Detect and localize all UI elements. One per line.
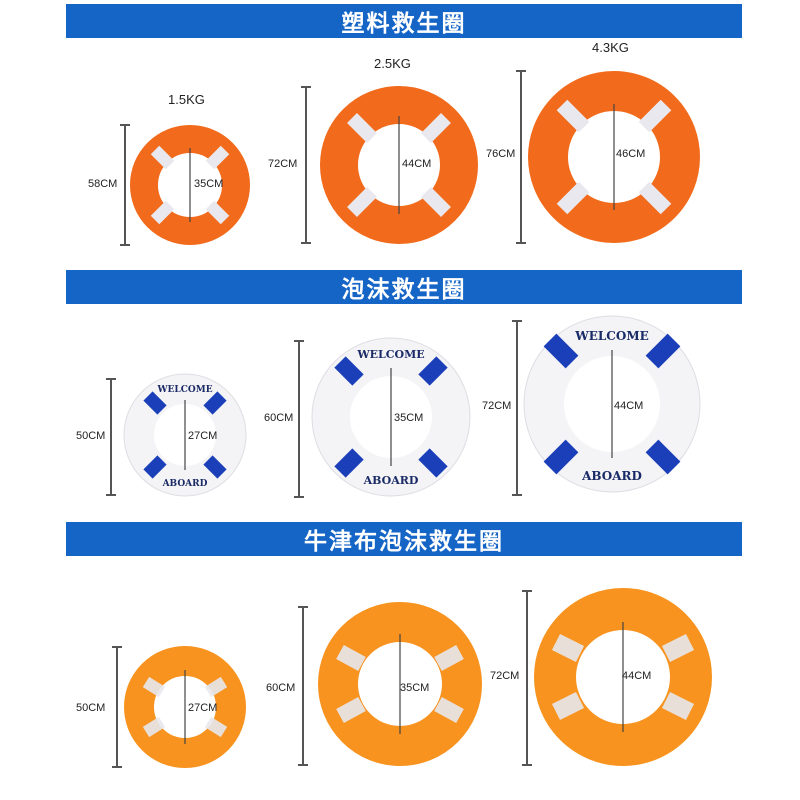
outer-dimension-label: 50CM xyxy=(76,702,106,714)
inner-dimension-label: 44CM xyxy=(614,400,644,412)
section-title: 泡沫救生圈 xyxy=(341,277,467,303)
plastic-lifebuoy-small xyxy=(130,125,250,245)
welcome-text: WELCOME xyxy=(574,329,649,343)
outer-dimension-label: 72CM xyxy=(482,400,512,412)
inner-dimension-label: 44CM xyxy=(402,158,432,170)
outer-dimension-label: 50CM xyxy=(76,430,106,442)
oxford-lifebuoy-large xyxy=(534,588,712,766)
weight-label: 2.5KG xyxy=(374,56,411,71)
plastic-lifebuoy-large xyxy=(528,71,700,243)
inner-dimension-label: 44CM xyxy=(622,670,652,682)
section-banner-plastic: 塑料救生圈 xyxy=(66,4,742,38)
aboard-text: ABOARD xyxy=(581,469,642,483)
weight-label: 4.3KG xyxy=(592,40,629,55)
outer-dimension-line xyxy=(106,378,116,496)
foam-lifebuoy-medium: WELCOME ABOARD xyxy=(311,337,471,497)
outer-dimension-label: 76CM xyxy=(486,148,516,160)
outer-dimension-line xyxy=(301,86,311,244)
outer-dimension-line xyxy=(522,590,532,766)
foam-lifebuoy-small: WELCOME ABOARD xyxy=(123,373,247,497)
outer-dimension-line xyxy=(294,340,304,498)
inner-dimension-label: 46CM xyxy=(616,148,646,160)
outer-dimension-line xyxy=(112,646,122,768)
inner-dimension-label: 35CM xyxy=(394,412,424,424)
inner-dimension-label: 27CM xyxy=(188,430,218,442)
inner-dimension-label: 27CM xyxy=(188,702,218,714)
outer-dimension-label: 60CM xyxy=(264,412,294,424)
section-banner-oxford-foam: 牛津布泡沫救生圈 xyxy=(66,522,742,556)
oxford-lifebuoy-small xyxy=(124,646,246,768)
section-title: 牛津布泡沫救生圈 xyxy=(304,529,504,555)
outer-dimension-label: 58CM xyxy=(88,178,118,190)
foam-lifebuoy-large: WELCOME ABOARD xyxy=(523,315,701,493)
aboard-text: ABOARD xyxy=(162,479,208,489)
outer-dimension-line xyxy=(512,320,522,496)
welcome-text: WELCOME xyxy=(356,348,424,361)
outer-dimension-line xyxy=(120,124,130,246)
section-banner-foam: 泡沫救生圈 xyxy=(66,270,742,304)
inner-dimension-label: 35CM xyxy=(400,682,430,694)
outer-dimension-line xyxy=(298,606,308,766)
inner-dimension-label: 35CM xyxy=(194,178,224,190)
weight-label: 1.5KG xyxy=(168,92,205,107)
outer-dimension-label: 72CM xyxy=(490,670,520,682)
aboard-text: ABOARD xyxy=(363,474,419,487)
welcome-text: WELCOME xyxy=(156,385,212,395)
outer-dimension-label: 60CM xyxy=(266,682,296,694)
outer-dimension-line xyxy=(516,70,526,244)
outer-dimension-label: 72CM xyxy=(268,158,298,170)
oxford-lifebuoy-medium xyxy=(318,602,482,766)
plastic-lifebuoy-medium xyxy=(320,86,478,244)
section-title: 塑料救生圈 xyxy=(341,11,467,37)
